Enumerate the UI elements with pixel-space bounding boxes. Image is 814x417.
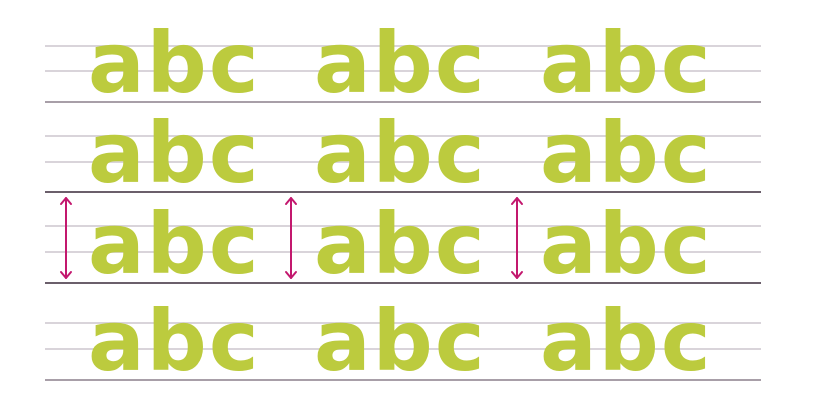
sample-word: abc xyxy=(540,104,713,202)
guide-line xyxy=(45,348,761,350)
sample-word: abc xyxy=(314,104,487,202)
guide-line xyxy=(45,225,761,227)
baseline-line xyxy=(45,379,761,381)
sample-word: abc xyxy=(88,292,261,390)
guide-line xyxy=(45,322,761,324)
guide-line xyxy=(45,70,761,72)
sample-word: abc xyxy=(88,195,261,293)
baseline-line xyxy=(45,101,761,103)
sample-word: abc xyxy=(88,14,261,112)
sample-word: abc xyxy=(540,292,713,390)
sample-word: abc xyxy=(314,292,487,390)
baseline-line xyxy=(45,191,761,193)
height-arrow-icon xyxy=(60,197,72,279)
guide-line xyxy=(45,251,761,253)
baseline-line xyxy=(45,282,761,284)
height-arrow-icon xyxy=(285,197,297,279)
guide-line xyxy=(45,45,761,47)
sample-word: abc xyxy=(540,195,713,293)
sample-word: abc xyxy=(314,14,487,112)
sample-word: abc xyxy=(314,195,487,293)
sample-word: abc xyxy=(540,14,713,112)
guide-line xyxy=(45,161,761,163)
height-arrow-icon xyxy=(511,197,523,279)
sample-word: abc xyxy=(88,104,261,202)
guide-line xyxy=(45,135,761,137)
